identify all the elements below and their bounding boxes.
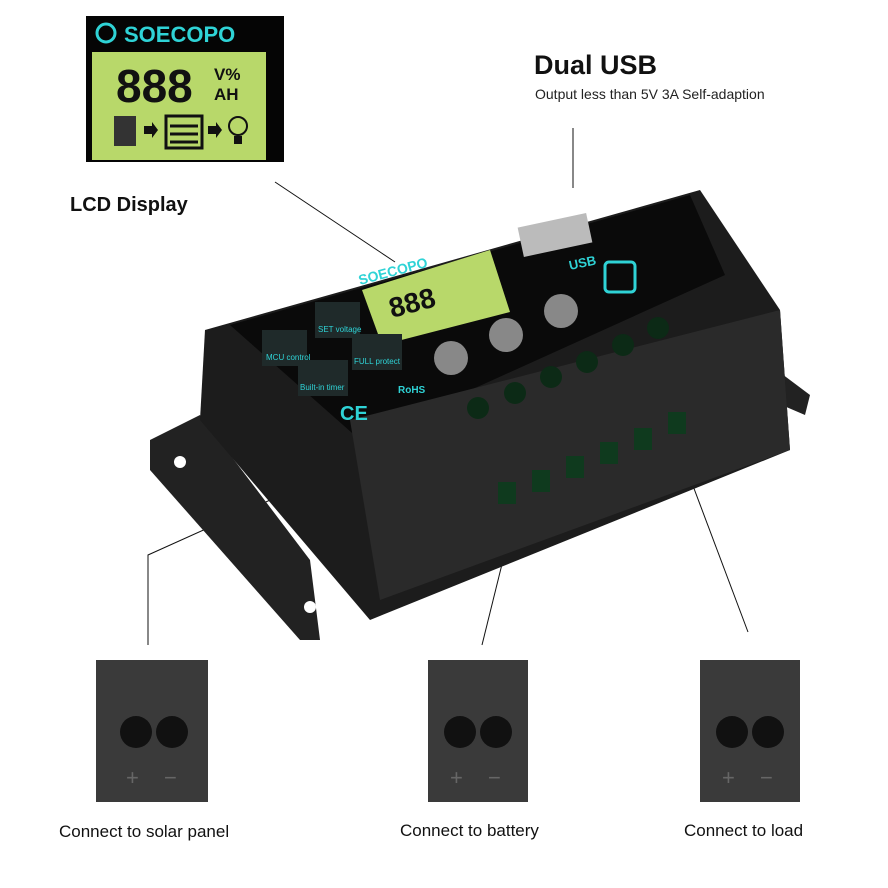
badge-mcu-label: MCU control bbox=[266, 353, 311, 362]
svg-text:+: + bbox=[126, 765, 139, 790]
terminal-battery: +− bbox=[428, 660, 528, 802]
badge-set-voltage bbox=[315, 302, 360, 338]
phone-charge-icon bbox=[603, 260, 637, 294]
mounting-flange-left bbox=[150, 415, 320, 640]
lcd-unit-bottom: AH bbox=[214, 85, 239, 104]
usb-label: USB bbox=[568, 253, 598, 273]
badge-full-protect-label: FULL protect bbox=[354, 357, 401, 366]
svg-text:−: − bbox=[488, 765, 501, 790]
arrow-right-icon bbox=[208, 122, 222, 138]
badge-timer bbox=[298, 360, 348, 396]
terminal-screws bbox=[467, 317, 669, 419]
brand-name: SOECOPO bbox=[124, 22, 235, 47]
lcd-display-label: LCD Display bbox=[70, 194, 188, 216]
rohs-mark: RoHS bbox=[398, 385, 426, 396]
light-bulb-icon bbox=[228, 116, 248, 144]
device-lcd bbox=[362, 250, 510, 345]
usb-subtitle: Output less than 5V 3A Self-adaption bbox=[535, 86, 765, 102]
lcd-closeup: SOECOPO 888 V% AH bbox=[86, 16, 284, 162]
lcd-digits: 888 bbox=[116, 60, 193, 112]
up-button[interactable] bbox=[489, 318, 523, 352]
down-button[interactable] bbox=[544, 294, 578, 328]
ce-mark: CE bbox=[340, 403, 368, 425]
usb-title: Dual USB bbox=[534, 50, 658, 80]
lcd-unit-top: V% bbox=[214, 65, 240, 84]
menu-button[interactable] bbox=[434, 341, 468, 375]
solar-panel-icon bbox=[114, 116, 136, 146]
lcd-closeup-graphic: SOECOPO 888 V% AH bbox=[92, 22, 266, 160]
usb-port[interactable] bbox=[517, 213, 593, 257]
battery-icon bbox=[164, 114, 204, 150]
terminal-solar: +− bbox=[96, 660, 208, 802]
svg-text:+: + bbox=[722, 765, 735, 790]
caption-solar: Connect to solar panel bbox=[59, 822, 230, 841]
terminal-load: +− bbox=[700, 660, 800, 802]
arrow-right-icon bbox=[144, 122, 158, 138]
wire-inlets bbox=[498, 412, 686, 504]
caption-load: Connect to load bbox=[684, 821, 804, 840]
caption-battery: Connect to battery bbox=[400, 821, 539, 840]
badge-timer-label: Built-in timer bbox=[300, 383, 345, 392]
badge-set-voltage-label: SET voltage bbox=[318, 325, 362, 334]
svg-text:+: + bbox=[450, 765, 463, 790]
svg-text:−: − bbox=[164, 765, 177, 790]
svg-text:−: − bbox=[760, 765, 773, 790]
brand-logo-icon bbox=[95, 22, 117, 44]
badge-full-protect bbox=[352, 334, 402, 370]
